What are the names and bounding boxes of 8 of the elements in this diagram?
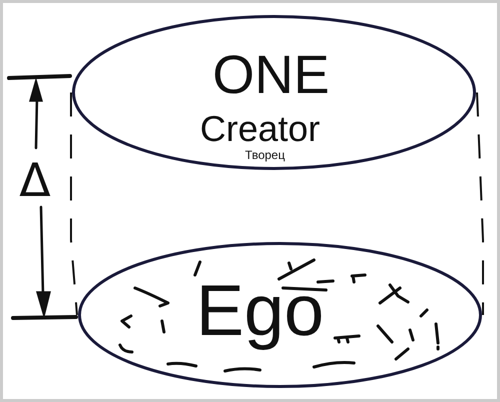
handwritten-label: Creator xyxy=(200,108,320,150)
dashed-connector xyxy=(70,92,78,316)
ellipse-node xyxy=(78,242,482,388)
translation-label: Творец xyxy=(245,149,285,163)
heading-text: ONE xyxy=(212,44,330,106)
dimension-label: Δ xyxy=(19,157,51,203)
ellipse-node xyxy=(72,15,476,170)
ellipse-label: Ego xyxy=(196,272,324,352)
